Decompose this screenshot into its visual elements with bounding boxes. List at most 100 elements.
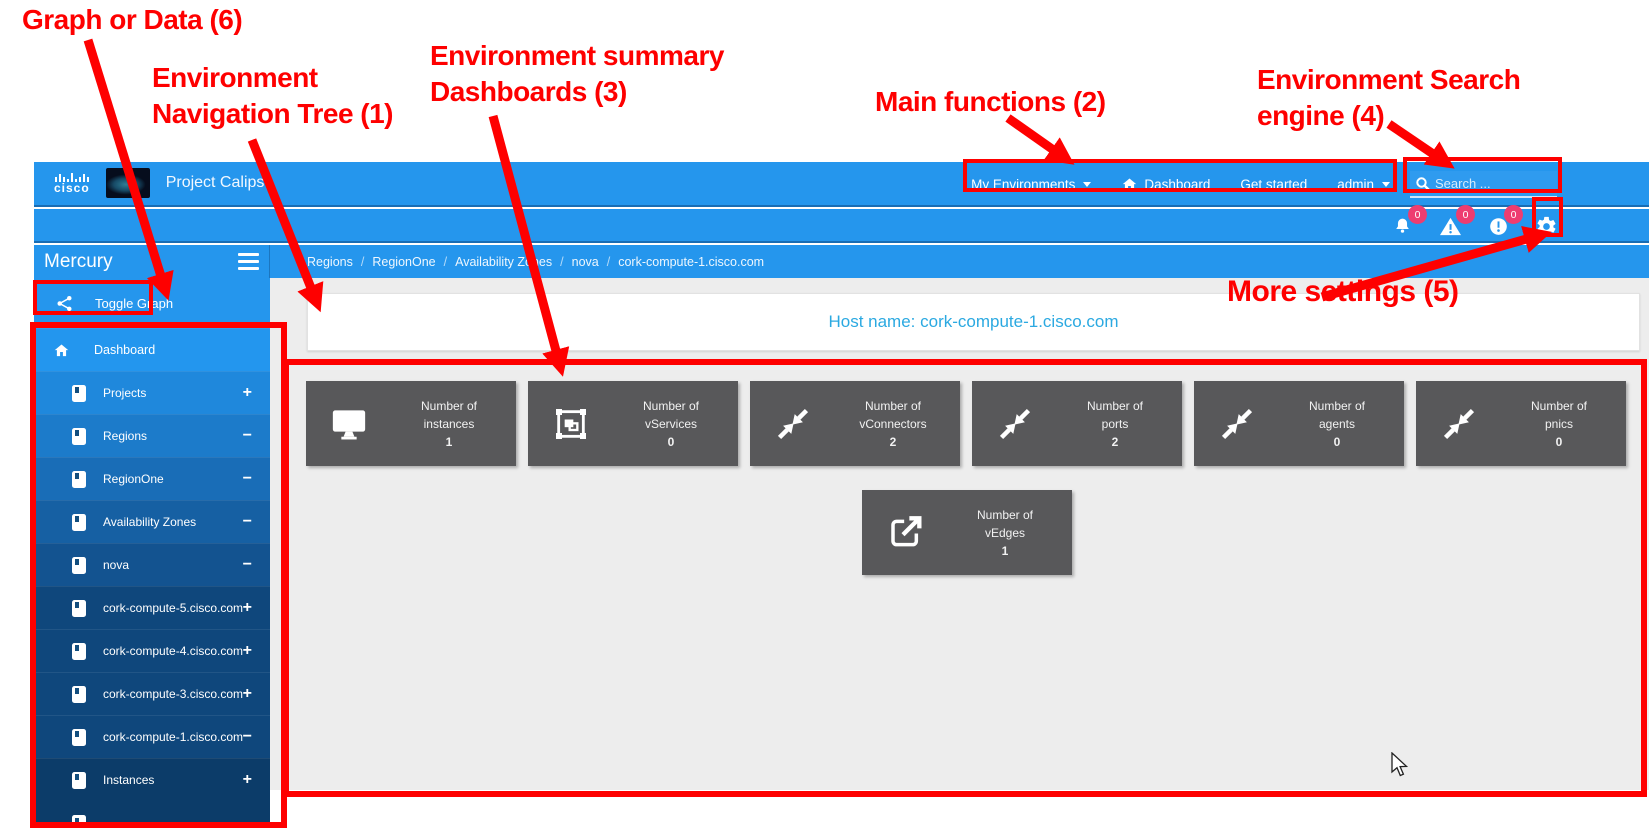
breadcrumb-item-cork-compute-1-cisco-com[interactable]: cork-compute-1.cisco.com [618,254,765,269]
summary-tile-ports[interactable]: Number of ports 2 [972,381,1182,466]
tile-value: 2 [1111,434,1119,449]
tree-item-label: cork-compute-4.cisco.com [103,644,244,658]
environment-search-box[interactable] [1410,171,1557,198]
breadcrumb-item-availability-zones[interactable]: Availability Zones [455,254,553,269]
expander-toggle[interactable]: − [242,556,252,573]
annotation-summary-dashboards: Environment summary Dashboards (3) [430,40,724,107]
tree-item-cork-compute-1-cisco-com[interactable]: cork-compute-1.cisco.com− [34,715,270,758]
tile-line2: agents [1318,416,1356,431]
breadcrumb-separator: / [443,254,448,269]
breadcrumb-item-regionone[interactable]: RegionOne [372,254,436,269]
tile-line2: vConnectors [859,416,927,431]
error-notification-button[interactable]: 0 [1486,205,1523,238]
tree-item-regionone[interactable]: RegionOne − [34,457,270,500]
bell-notification-button[interactable]: 0 [1390,205,1427,238]
galaxy-thumbnail-image [105,168,150,198]
tree-item-regions[interactable]: Regions− [34,414,270,457]
tree-item-dashboard[interactable]: Dashboard [34,328,270,371]
tile-line1: Number of [1086,398,1144,413]
annotation-graph-or-data: Graph or Data (6) [22,4,243,35]
error-circle-icon [1489,217,1507,235]
tree-item-availability-zones[interactable]: Availability Zones− [34,500,270,543]
sidebar-header: Mercury [34,245,270,278]
tree-item-label: RegionOne [103,472,164,486]
nav-admin[interactable]: admin [1337,177,1390,192]
app-title: Project Calipso [165,174,274,191]
doc-icon [72,513,86,531]
expander-toggle[interactable]: + [242,685,252,702]
compress-arrows-icon [1416,407,1502,441]
tile-line2: ports [1101,416,1129,431]
doc-icon [72,470,86,488]
tree-item-label: Projects [103,386,147,400]
doc-icon [72,427,86,445]
annotation-main-functions: Main functions (2) [875,86,1106,117]
doc-icon [72,771,86,789]
calipso-app-window: cisco Project Calipso My Environments Da… [34,162,1649,823]
settings-button[interactable] [1534,214,1558,238]
expander-toggle[interactable]: − [242,427,252,444]
breadcrumb-item-nova[interactable]: nova [571,254,599,269]
expander-toggle[interactable]: − [242,470,252,487]
expander-toggle[interactable]: + [242,642,252,659]
notification-bar: 0 0 0 [34,205,1649,243]
tree-item-cork-compute-3-cisco-com[interactable]: cork-compute-3.cisco.com+ [34,672,270,715]
hamburger-menu-icon[interactable] [238,253,259,270]
expander-toggle[interactable]: + [242,599,252,616]
expander-toggle[interactable]: + [242,384,252,401]
main-functions-nav: My Environments Dashboard Get started ad… [971,162,1390,207]
tree-item-label: nova [103,558,130,572]
search-icon [1416,176,1430,191]
compress-arrows-icon [750,407,836,441]
nav-my-environments[interactable]: My Environments [971,177,1092,192]
tree-item-instances[interactable]: Instances+ [34,758,270,801]
tile-line1: Number of [1308,398,1366,413]
warning-notification-button[interactable]: 0 [1438,205,1475,238]
tree-item-nova[interactable]: nova − [34,543,270,586]
breadcrumb-item-regions[interactable]: Regions [307,254,353,269]
tile-line1: Number of [864,398,922,413]
breadcrumb-separator: / [606,254,611,269]
gear-icon [1537,216,1555,235]
cisco-brand-label: cisco [54,180,90,195]
tree-item-cork-compute-4-cisco-com[interactable]: cork-compute-4.cisco.com+ [34,629,270,672]
tile-value: 0 [1555,434,1563,449]
expander-toggle[interactable]: + [242,771,252,788]
search-input[interactable] [1435,176,1545,191]
brand-area: cisco Project Calipso [54,168,273,198]
home-icon [53,342,70,359]
breadcrumb-separator: / [560,254,564,269]
arrow-main-functions [1005,114,1075,165]
bell-icon [1395,218,1409,233]
annotation-search-engine: Environment Search engine (4) [1257,64,1521,131]
tree-item-cork-compute-5-cisco-com[interactable]: cork-compute-5.cisco.com+ [34,586,270,629]
nav-dashboard[interactable]: Dashboard [1121,176,1210,193]
toggle-graph-button[interactable]: Toggle Graph [34,278,270,328]
toggle-graph-label: Toggle Graph [95,295,174,311]
cisco-logo: cisco [54,172,90,195]
tree-item-label: cork-compute-3.cisco.com [103,687,244,701]
breadcrumb-separator: / [360,254,365,269]
tile-line1: Number of [420,398,478,413]
tree-item-label: Dashboard [94,343,156,357]
external-link-icon [862,513,948,553]
bell-count-badge: 0 [1408,205,1427,224]
nav-get-started[interactable]: Get started [1240,177,1308,192]
tile-value: 1 [1001,543,1009,558]
expander-toggle[interactable]: − [242,513,252,530]
tile-value: 1 [445,434,453,449]
tree-item-projects[interactable]: Projects + [34,371,270,414]
environment-title: Mercury [44,250,113,272]
expander-toggle[interactable]: − [242,728,252,745]
caret-down-icon [1382,182,1390,187]
